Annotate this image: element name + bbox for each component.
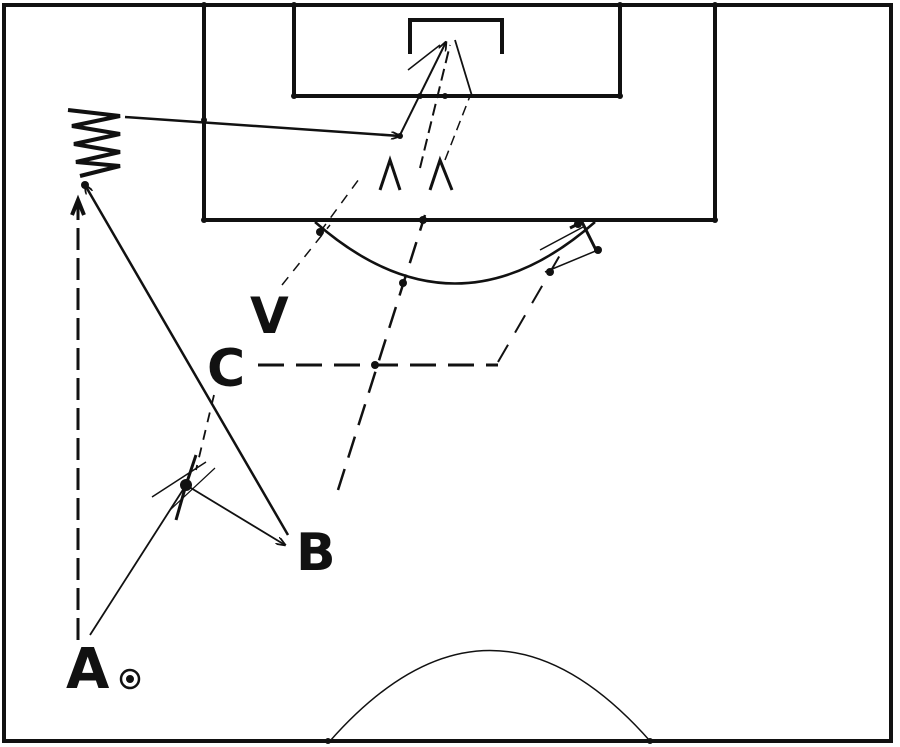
cross-tick bbox=[151, 461, 207, 498]
cross-tick bbox=[169, 467, 216, 511]
run-v-upper bbox=[319, 174, 363, 233]
dribble-zigzag-icon bbox=[67, 108, 121, 178]
pass-mid-to-b bbox=[185, 484, 285, 545]
player-b-label: B bbox=[296, 523, 336, 583]
pitch-outline bbox=[2, 3, 893, 743]
run-a-arrow bbox=[70, 194, 86, 216]
shot-2 bbox=[419, 44, 451, 169]
run-b-dashed bbox=[336, 214, 427, 491]
penalty-area bbox=[202, 3, 717, 222]
goal bbox=[408, 18, 504, 54]
pitch-markings bbox=[2, 3, 893, 743]
player-a-label: A bbox=[66, 637, 110, 702]
cross-into-box bbox=[124, 115, 400, 136]
pass-a-to-mid bbox=[89, 484, 187, 636]
run-right-inner bbox=[544, 249, 599, 273]
shot-4 bbox=[454, 39, 473, 97]
run-right-upper bbox=[539, 225, 586, 251]
shot-3 bbox=[444, 95, 471, 161]
chevron-icon bbox=[378, 155, 402, 191]
shot-1 bbox=[399, 42, 446, 136]
goal-area bbox=[292, 3, 622, 98]
penalty-arc bbox=[314, 221, 596, 285]
marking-dots bbox=[201, 2, 718, 744]
chevron-icon bbox=[569, 219, 598, 251]
run-v-dashed bbox=[281, 224, 331, 286]
run-c-dashed bbox=[195, 394, 215, 471]
chevron-icon bbox=[428, 155, 454, 191]
pass-b-to-cone bbox=[85, 185, 290, 536]
shot-5 bbox=[407, 44, 441, 71]
player-c-label: C bbox=[207, 339, 245, 399]
ball-icon bbox=[119, 668, 141, 690]
junction-dots bbox=[75, 133, 602, 491]
center-circle-arc bbox=[329, 649, 651, 742]
player-v-label: V bbox=[250, 287, 289, 345]
